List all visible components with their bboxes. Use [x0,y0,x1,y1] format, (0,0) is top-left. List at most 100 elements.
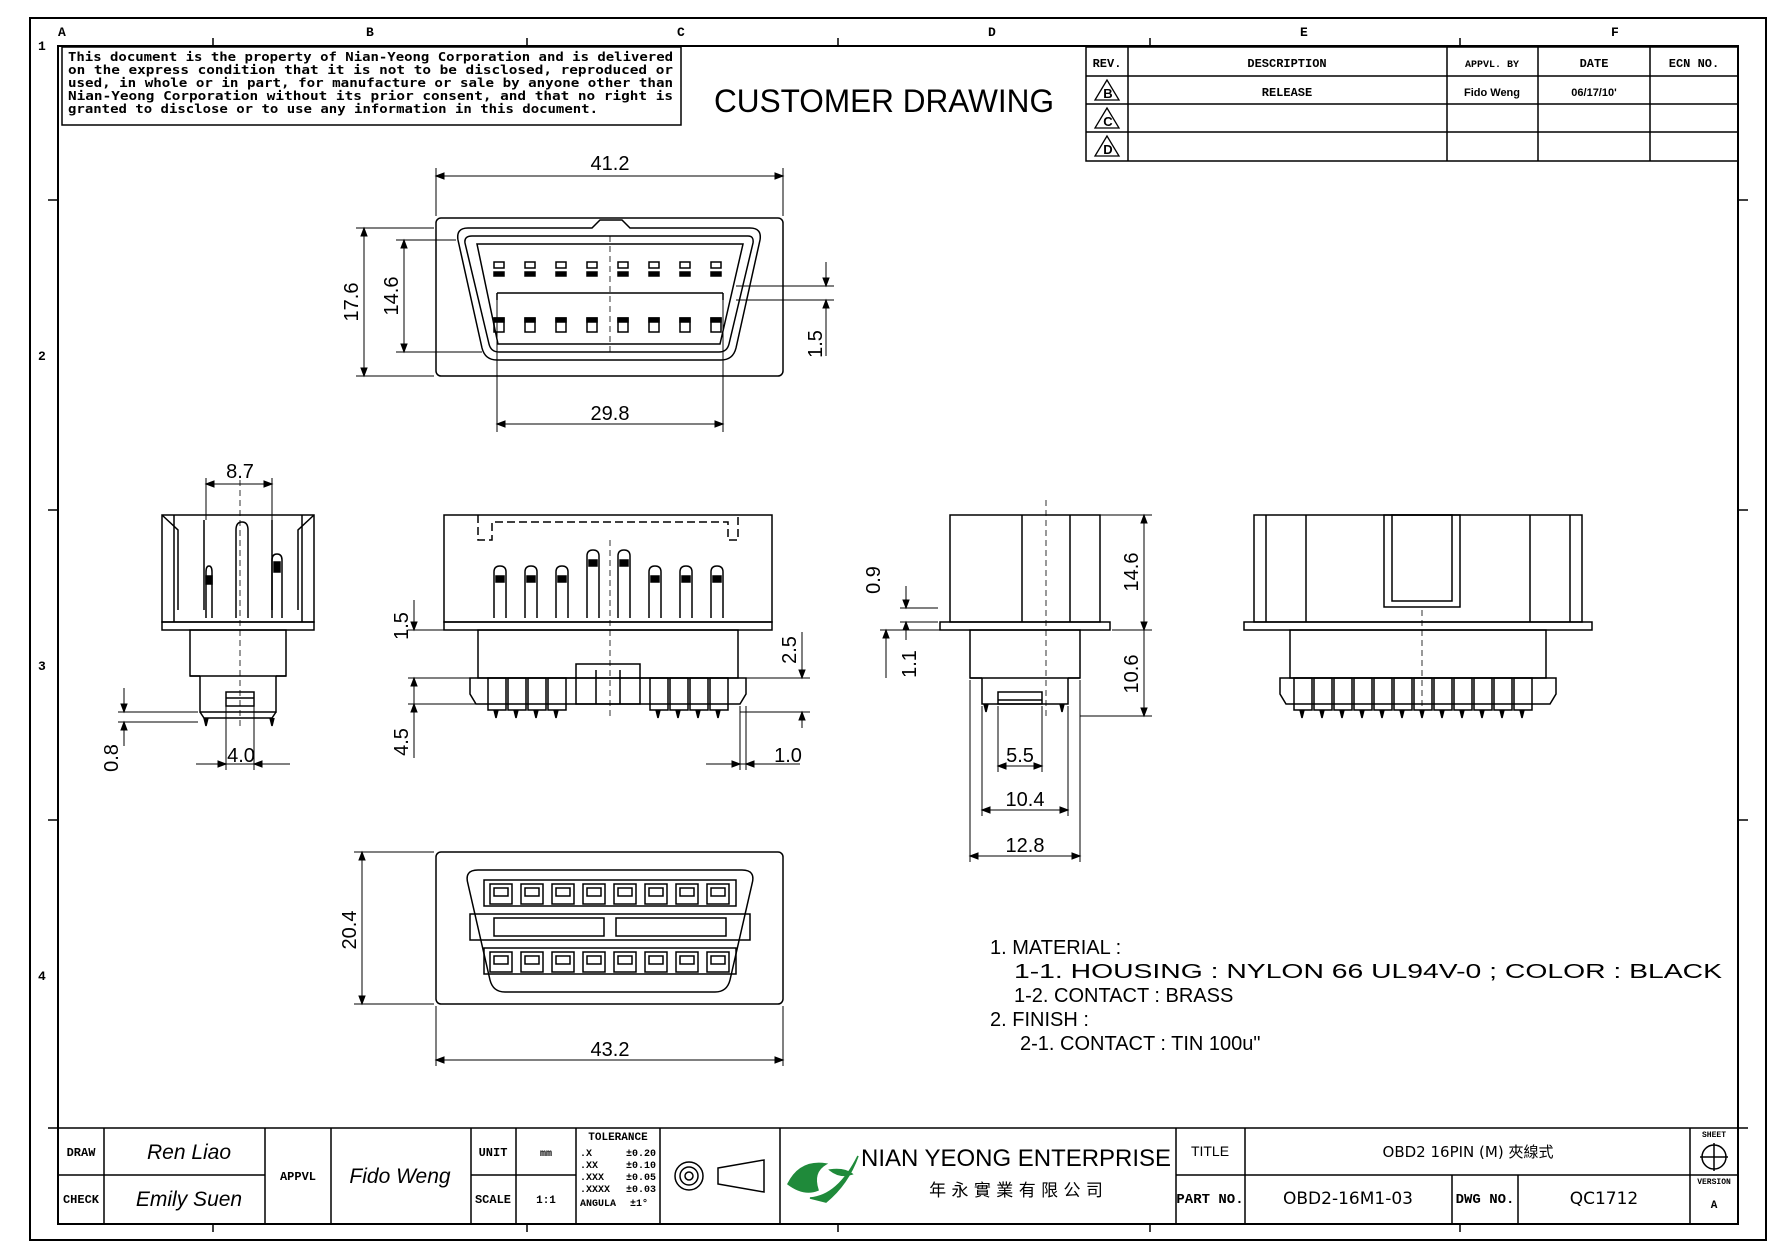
tolerance-value: ±1° [630,1198,648,1210]
dwg-label: DWG NO. [1456,1192,1515,1208]
sheet-label: SHEET [1702,1131,1726,1140]
unit-label: UNIT [479,1146,508,1160]
col-label-d: D [988,25,996,40]
rev-letter: C [1103,114,1113,129]
dim-side-tail: 4.0 [227,745,255,767]
dim-right-flange: 0.9 [863,566,885,594]
right-side-view [939,500,1111,720]
rear-view [1243,514,1593,720]
dim-bottom-height: 20.4 [339,911,361,950]
company-chinese-name: 年 永 實 業 有 限 公 司 [929,1181,1103,1201]
note-line: 1-1. HOUSING : NYLON 66 UL94V-0 ; COLOR … [1014,961,1723,983]
note-line: 2-1. CONTACT : TIN 100u" [1020,1033,1261,1055]
top-upper-pins [493,261,722,277]
notice-line: This document is the property of Nian-Ye… [68,50,673,64]
notice-line: used, in whole or in part, for manufactu… [68,76,673,90]
column-markers [212,38,1461,1232]
rev-triangle [1093,134,1121,157]
notice-box [61,46,682,126]
rev-date: 06/17/10' [1571,87,1617,99]
notice-text: This document is the property of Nian-Ye… [68,50,673,116]
row-label-3: 3 [38,659,46,674]
part-label: PART NO. [1176,1192,1243,1208]
side-view [161,480,315,730]
dim-right-lower: 10.6 [1121,655,1143,694]
notice-line: on the express condition that it is not … [68,63,673,77]
dim-right-body: 14.6 [1121,553,1143,592]
inner-frame [57,45,1739,1225]
dim-side-width: 8.7 [226,461,254,483]
col-label-c: C [677,25,685,40]
top-lower-pins [493,317,722,333]
company-logo-icon [787,1155,859,1203]
check-label: CHECK [63,1193,100,1207]
row-labels: 1 2 3 4 [38,39,46,984]
note-line: 2. FINISH : [990,1009,1089,1031]
title-value: OBD2 16PIN (M) 夾線式 [1383,1143,1554,1161]
projection-symbol-icon [674,1159,765,1193]
outer-frame [29,17,1767,1241]
date-header: DATE [1580,57,1609,71]
dim-top-pin-span: 29.8 [591,403,630,425]
front-view-dimensions [408,600,810,770]
title-label: TITLE [1191,1143,1229,1159]
tolerance-value: ±0.05 [626,1173,656,1184]
note-line: 1-2. CONTACT : BRASS [1014,985,1233,1007]
sheet-symbol-icon [1700,1143,1728,1171]
rev-letter: B [1103,86,1112,101]
front-view [443,514,773,720]
col-label-a: A [58,25,66,40]
tolerance-key: .XXXX [580,1185,610,1196]
rev-header: REV. [1093,57,1122,71]
version-label: VERSION [1697,1178,1731,1187]
title-block [57,1127,1739,1225]
drawing-title: CUSTOMER DRAWING [714,83,1054,119]
right-side-dimensions [880,513,1152,862]
draw-label: DRAW [67,1146,97,1160]
tolerance-key: .XX [580,1161,598,1172]
tolerance-key: .XXX [580,1173,604,1184]
notice-line: granted to disclose or to use any inform… [68,102,598,116]
ecn-header: ECN NO. [1669,57,1719,71]
revision-headers: REV. DESCRIPTION APPVL. BY DATE ECN NO. [1093,57,1720,71]
scale-value: 1:1 [536,1195,556,1207]
tolerance-title: TOLERANCE [588,1132,648,1144]
dim-right-w2: 10.4 [1006,789,1045,811]
check-name: Emily Suen [136,1188,242,1211]
bottom-view [435,851,784,1005]
row-label-4: 4 [38,969,46,984]
scale-label: SCALE [475,1193,511,1207]
dim-right-w1: 5.5 [1006,745,1034,767]
col-label-b: B [366,25,374,40]
appvl-header: APPVL. BY [1465,60,1519,71]
dim-top-inner-height: 14.6 [381,277,403,316]
revision-rows [1093,78,1121,157]
draw-name: Ren Liao [147,1141,231,1164]
dim-bottom-width: 43.2 [591,1039,630,1061]
rev-triangle [1093,78,1121,101]
dim-right-step: 1.1 [899,650,921,678]
tolerance-key: ANGULA [580,1199,616,1210]
bottom-view-dimensions [354,850,785,1066]
dim-right-w3: 12.8 [1006,835,1045,857]
description-header: DESCRIPTION [1247,57,1326,71]
material-notes: 1. MATERIAL : 1-1. HOUSING : NYLON 66 UL… [990,937,1723,1055]
note-line: 1. MATERIAL : [990,937,1121,959]
rev-approver: Fido Weng [1464,87,1520,99]
top-view-dimensions [356,168,834,432]
notice-line: Nian-Yeong Corporation without its prior… [68,89,673,103]
appvl-name: Fido Weng [349,1165,450,1188]
part-number: OBD2-16M1-03 [1283,1189,1413,1209]
col-label-f: F [1611,25,1619,40]
rev-description: RELEASE [1262,86,1312,100]
drawing-number: QC1712 [1570,1189,1639,1209]
tolerance-block: TOLERANCE .X ±0.20 .XX ±0.10 .XXX ±0.05 … [580,1132,656,1210]
row-label-1: 1 [38,39,46,54]
revision-table [1085,46,1739,162]
tolerance-value: ±0.20 [626,1149,656,1160]
unit-value: mm [540,1149,552,1160]
company-name: NIAN YEONG ENTERPRISE [861,1145,1171,1172]
dim-front-end: 1.0 [774,745,802,767]
rev-letter: D [1103,142,1112,157]
